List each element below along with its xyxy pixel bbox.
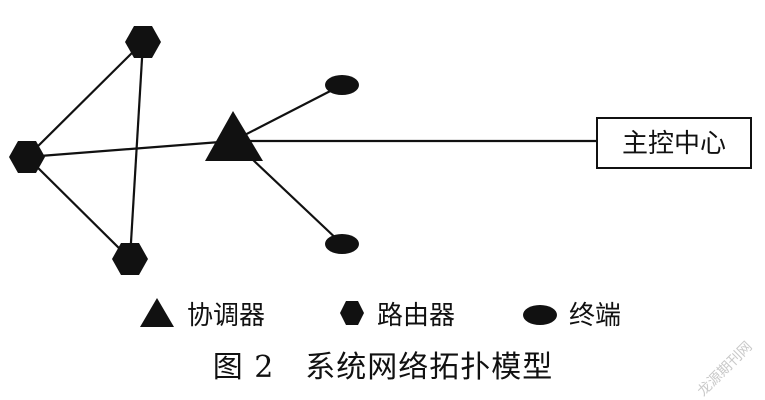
control-center-label: 主控中心 <box>622 129 726 159</box>
router-top-hexagon-icon <box>125 26 161 58</box>
watermark: 龙源期刊网 <box>695 339 756 400</box>
figure-caption: 图 2 系统网络拓扑模型 <box>213 350 554 385</box>
edge-router-left-router-bottom <box>26 156 131 260</box>
edge-router-left-coordinator <box>26 139 234 159</box>
legend-terminal-label: 终端 <box>569 301 621 331</box>
legend-ellipse-icon <box>523 305 557 325</box>
control-center-box <box>596 117 752 169</box>
legend-coordinator-label: 协调器 <box>187 301 265 331</box>
edge-router-top-router-left <box>26 41 144 158</box>
coordinator-triangle-icon <box>205 111 263 161</box>
legend-triangle-icon <box>140 298 174 327</box>
edge-coordinator-terminal-top <box>232 84 343 142</box>
terminal-bottom-ellipse-icon <box>325 234 359 254</box>
edge-router-top-router-bottom <box>128 41 145 260</box>
legend-router-label: 路由器 <box>377 301 455 331</box>
router-left-hexagon-icon <box>9 141 45 173</box>
legend-hexagon-icon <box>340 301 364 325</box>
router-bottom-hexagon-icon <box>112 243 148 275</box>
terminal-top-ellipse-icon <box>325 75 359 95</box>
